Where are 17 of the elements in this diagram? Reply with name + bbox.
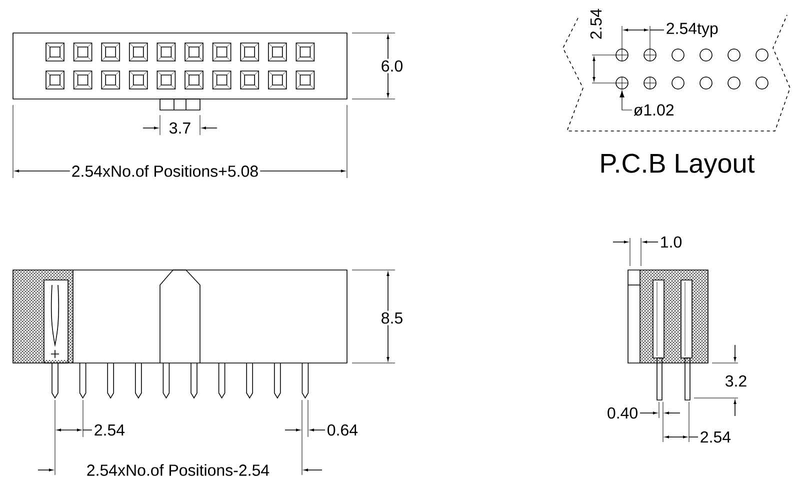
dimension-text: 3.7: [167, 120, 193, 136]
dimension-text: 2.54typ: [664, 21, 720, 39]
dimension-text: 8.5: [379, 310, 405, 326]
dimension-text: 2.54: [92, 422, 127, 438]
dimension-text: 2.54: [698, 430, 733, 444]
view-title: P.C.B Layout: [598, 152, 756, 180]
dimension-text: 2.54xNo.of Positions+5.08: [70, 164, 260, 178]
dimension-text: 1.0: [658, 234, 684, 250]
dimension-text: 3.2: [723, 374, 749, 388]
dimension-text: ø1.02: [634, 104, 674, 116]
dimension-text: 2.54xNo.of Positions-2.54: [84, 462, 272, 478]
dimension-text: 6.0: [379, 58, 405, 74]
leader-line: [620, 90, 632, 110]
dimension-text: 0.64: [325, 422, 360, 438]
dimension-text: 2.54: [588, 6, 604, 42]
dimension-text: 0.40: [605, 406, 640, 420]
hole: [616, 76, 628, 90]
